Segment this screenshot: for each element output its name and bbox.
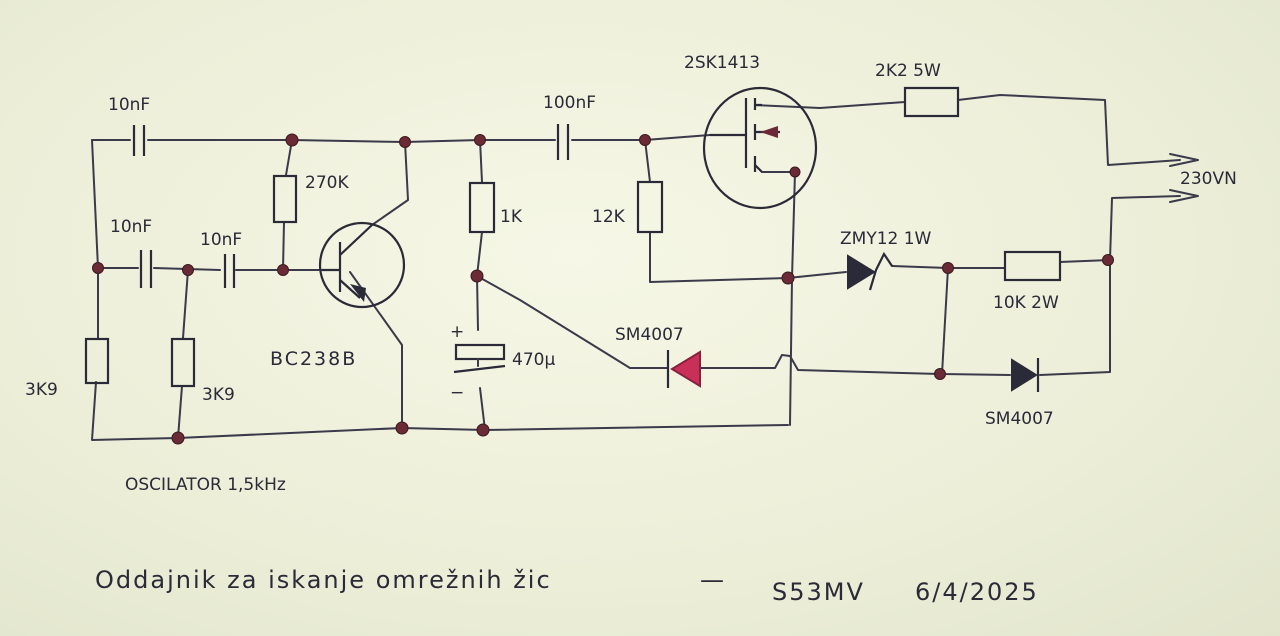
label-c3: 10nF bbox=[200, 230, 242, 250]
label-transistor: BC238B bbox=[270, 348, 357, 370]
capacitor-c1 bbox=[132, 125, 146, 156]
footer-dash: — bbox=[700, 566, 726, 594]
label-electrolytic: 470µ bbox=[512, 350, 555, 370]
resistor-3k9-left bbox=[84, 337, 110, 385]
resistor-12k bbox=[636, 180, 664, 234]
label-cap-plus: + bbox=[450, 322, 464, 342]
label-c4: 100nF bbox=[543, 93, 596, 113]
label-r2k2: 2K2 5W bbox=[875, 61, 941, 81]
label-r3k9b: 3K9 bbox=[202, 385, 235, 405]
footer-author: S53MV bbox=[772, 578, 865, 606]
junction-dots bbox=[92, 133, 1114, 445]
label-c1: 10nF bbox=[108, 95, 150, 115]
resistor-2k2 bbox=[903, 86, 960, 118]
capacitor-c3 bbox=[223, 254, 236, 288]
label-r12k: 12K bbox=[592, 207, 626, 227]
footer-date: 6/4/2025 bbox=[915, 578, 1039, 606]
label-r1k: 1K bbox=[500, 207, 523, 227]
footer-title: Oddajnik za iskanje omrežnih žic bbox=[95, 566, 552, 594]
label-oscillator: OSCILATOR 1,5kHz bbox=[125, 475, 286, 495]
diode-sm4007-right bbox=[1011, 358, 1040, 392]
label-r3k9a: 3K9 bbox=[25, 380, 58, 400]
label-c2: 10nF bbox=[110, 217, 152, 237]
resistor-1k bbox=[468, 181, 496, 234]
wires bbox=[91, 94, 1181, 441]
label-cap-minus: − bbox=[450, 383, 464, 403]
mosfet-2sk1413 bbox=[702, 86, 818, 210]
electrolytic-capacitor bbox=[453, 343, 506, 374]
mains-arrows bbox=[1169, 153, 1199, 203]
label-mains: 230VN bbox=[1180, 169, 1237, 189]
label-r270k: 270K bbox=[305, 173, 349, 193]
label-diode1: SM4007 bbox=[615, 325, 684, 345]
transistor-bc238b bbox=[318, 221, 406, 309]
zener-zmy12 bbox=[847, 251, 893, 291]
label-r10k: 10K 2W bbox=[993, 293, 1059, 313]
capacitor-c4 bbox=[556, 124, 570, 160]
diode-sm4007-left bbox=[666, 350, 701, 388]
resistor-10k bbox=[1003, 250, 1062, 282]
label-zener: ZMY12 1W bbox=[840, 229, 932, 249]
capacitor-c2 bbox=[139, 250, 153, 288]
label-diode2: SM4007 bbox=[985, 409, 1054, 429]
resistor-270k bbox=[272, 174, 298, 224]
resistor-3k9-right bbox=[170, 337, 196, 388]
label-mosfet: 2SK1413 bbox=[684, 53, 760, 73]
